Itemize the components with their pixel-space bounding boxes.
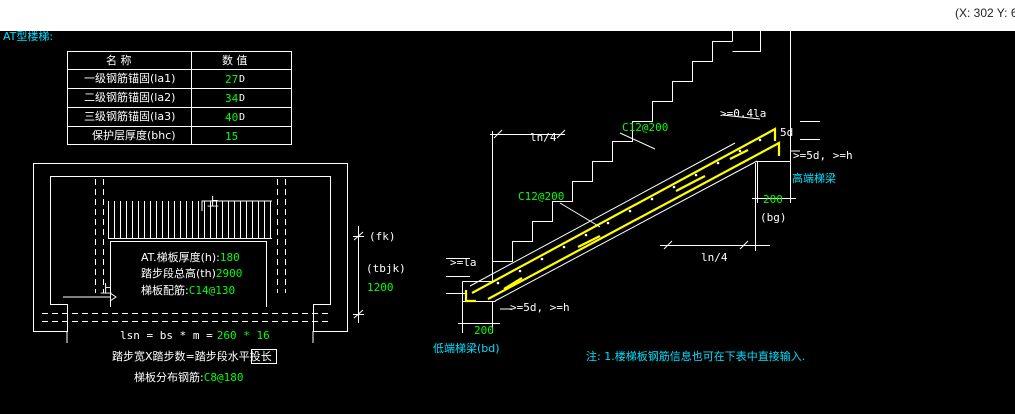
- table-row-unit: D: [239, 93, 246, 104]
- thickness-value[interactable]: 180: [219, 251, 240, 264]
- la2-value-field[interactable]: [225, 92, 243, 105]
- table-row-label: 三级钢筋锚固(la3): [84, 110, 176, 123]
- drawing-canvas[interactable]: AT型楼梯: 名 称 数 值 一级钢筋锚固(la1) D 二级钢筋锚固(la2)…: [0, 31, 1015, 414]
- 5dh-top-label: >=5d, >=h: [793, 149, 853, 162]
- table-header-value: 数 值: [222, 54, 248, 67]
- la3-value-field[interactable]: [225, 111, 243, 124]
- tbjk-value[interactable]: 1200: [367, 281, 394, 294]
- distribution-rebar-label: 梯板分布钢筋:C8@180: [134, 371, 244, 384]
- table-row-label: 二级钢筋锚固(la2): [84, 91, 176, 104]
- stair-section-outline: [446, 31, 820, 333]
- up-arrow-label: 上: [207, 195, 220, 209]
- height-value[interactable]: 2900: [215, 267, 243, 280]
- bd-value[interactable]: 200: [474, 324, 494, 337]
- upper-rebar-value[interactable]: C12@200: [622, 121, 669, 134]
- rebar-label: 梯板配筋:C14@130: [141, 284, 236, 297]
- rebar-value[interactable]: C14@130: [188, 284, 236, 297]
- table-header-name: 名 称: [106, 54, 132, 67]
- lsn-value[interactable]: 260 * 16: [216, 329, 270, 342]
- fk-label: (fk): [369, 230, 396, 243]
- la-top-label: >=0.4la: [720, 107, 767, 120]
- slab-soffit: [469, 142, 758, 302]
- bg-value[interactable]: 200: [763, 193, 783, 206]
- bg-label: (bg): [760, 211, 787, 224]
- thickness-label: AT.梯板厚度(h):180: [141, 251, 240, 264]
- table-row-unit: D: [239, 74, 246, 85]
- leader-lines: [500, 114, 800, 310]
- up-arrow-label: 上: [100, 282, 113, 296]
- high-beam-label: 高端梯梁: [792, 172, 836, 185]
- bhc-value-field[interactable]: [225, 130, 243, 143]
- la1-value-field[interactable]: [225, 73, 243, 86]
- 5d-top-label: 5d: [780, 126, 794, 139]
- lsn-formula: lsn = bs * m =260 * 16: [120, 329, 270, 342]
- drawing-lines: [33, 31, 820, 343]
- lower-rebar-value[interactable]: C12@200: [518, 190, 565, 203]
- table-row-unit: D: [239, 112, 246, 123]
- coordinate-readout: (X: 302 Y: 6: [955, 6, 1015, 20]
- table-row-label: 一级钢筋锚固(la1): [84, 72, 176, 85]
- rebar-yellow: [464, 127, 781, 303]
- status-bar: (X: 302 Y: 6: [0, 0, 1015, 31]
- la-bottom-label: >=la: [450, 256, 477, 269]
- parameter-table-grid: [67, 51, 292, 145]
- tbjk-label: (tbjk): [366, 262, 406, 275]
- stair-type-title: AT型楼梯:: [3, 31, 54, 43]
- low-beam-label: 低端梯梁(bd): [433, 342, 500, 355]
- 5dh-bottom-label: >=5d, >=h: [510, 301, 570, 314]
- ln4-top-label: ln/4: [530, 131, 557, 144]
- note-text: 注: 1.楼梯板钢筋信息也可在下表中直接输入.: [586, 350, 806, 363]
- table-row-label: 保护层厚度(bhc): [92, 129, 176, 142]
- rebar-dots: [496, 138, 762, 285]
- distribution-rebar-value[interactable]: C8@180: [203, 371, 244, 384]
- height-label: 踏步段总高(th)2900: [141, 267, 243, 280]
- text-cursor-box: [251, 349, 277, 364]
- stair-plan-outline: [33, 163, 364, 343]
- ln4-bottom-label: ln/4: [701, 251, 728, 264]
- lsn-caption: 踏步宽X踏步数=踏步段水平投长: [112, 350, 272, 363]
